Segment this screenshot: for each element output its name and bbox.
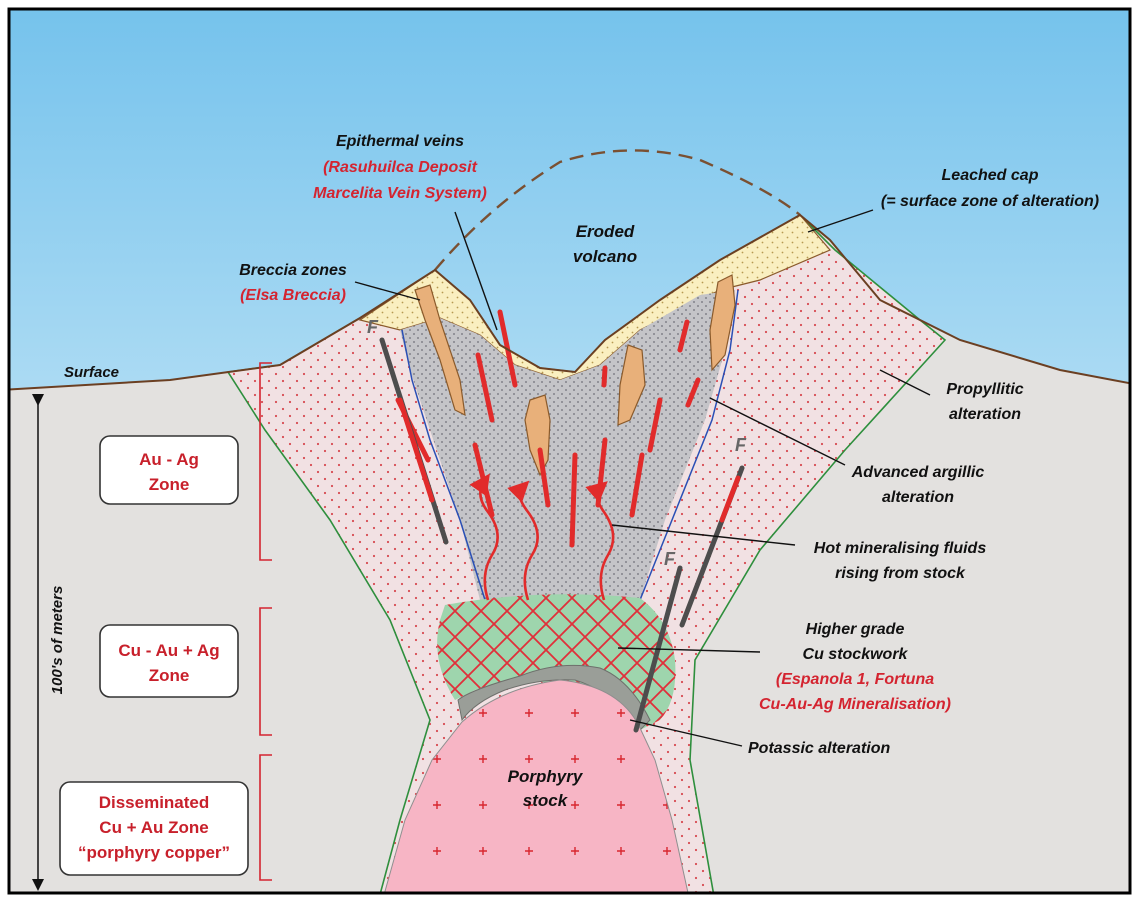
zone-disseminated-line2: Cu + Au Zone (99, 818, 208, 837)
fault-label-2: F (735, 435, 747, 455)
zone-au-ag-line2: Zone (149, 475, 190, 494)
zone-box-disseminated: Disseminated Cu + Au Zone “porphyry copp… (60, 782, 248, 875)
zone-cu-au-ag-line2: Zone (149, 666, 190, 685)
label-hot-fluids-1: Hot mineralising fluids (814, 540, 987, 557)
label-advanced-argillic-1: Advanced argillic (851, 464, 985, 481)
label-surface: Surface (64, 364, 119, 381)
label-propyllitic-2: alteration (949, 406, 1021, 423)
zone-box-cu-au-ag: Cu - Au + Ag Zone (100, 625, 238, 697)
label-epithermal-sub2: Marcelita Vein System) (313, 185, 487, 202)
label-epithermal-veins: Epithermal veins (336, 133, 464, 150)
zone-cu-au-ag-line1: Cu - Au + Ag (118, 641, 219, 660)
label-hot-fluids-2: rising from stock (835, 565, 966, 582)
label-stockwork-1: Higher grade (806, 621, 905, 638)
label-porphyry-1: Porphyry (508, 767, 584, 786)
label-advanced-argillic-2: alteration (882, 489, 954, 506)
label-epithermal-sub1: (Rasuhuilca Deposit (323, 159, 477, 176)
label-stockwork-2: Cu stockwork (803, 646, 909, 663)
label-eroded-volcano-2: volcano (573, 247, 637, 266)
zone-disseminated-line3: “porphyry copper” (78, 843, 230, 862)
fault-label-3: F (664, 549, 676, 569)
label-propyllitic-1: Propyllitic (946, 381, 1023, 398)
label-potassic: Potassic alteration (748, 740, 891, 757)
depth-axis-label: 100's of meters (49, 586, 66, 695)
label-breccia-zones: Breccia zones (239, 262, 347, 279)
label-stockwork-3: (Espanola 1, Fortuna (776, 671, 934, 688)
label-eroded-volcano-1: Eroded (576, 222, 635, 241)
fault-label-1: F (367, 317, 379, 337)
zone-au-ag-line1: Au - Ag (139, 450, 199, 469)
zone-disseminated-line1: Disseminated (99, 793, 210, 812)
label-stockwork-4: Cu-Au-Ag Mineralisation) (759, 696, 951, 713)
zone-box-au-ag: Au - Ag Zone (100, 436, 238, 504)
label-leached-cap-sub: (= surface zone of alteration) (881, 193, 1099, 210)
label-porphyry-2: stock (523, 791, 569, 810)
label-breccia-sub: (Elsa Breccia) (240, 287, 346, 304)
label-leached-cap: Leached cap (942, 167, 1039, 184)
